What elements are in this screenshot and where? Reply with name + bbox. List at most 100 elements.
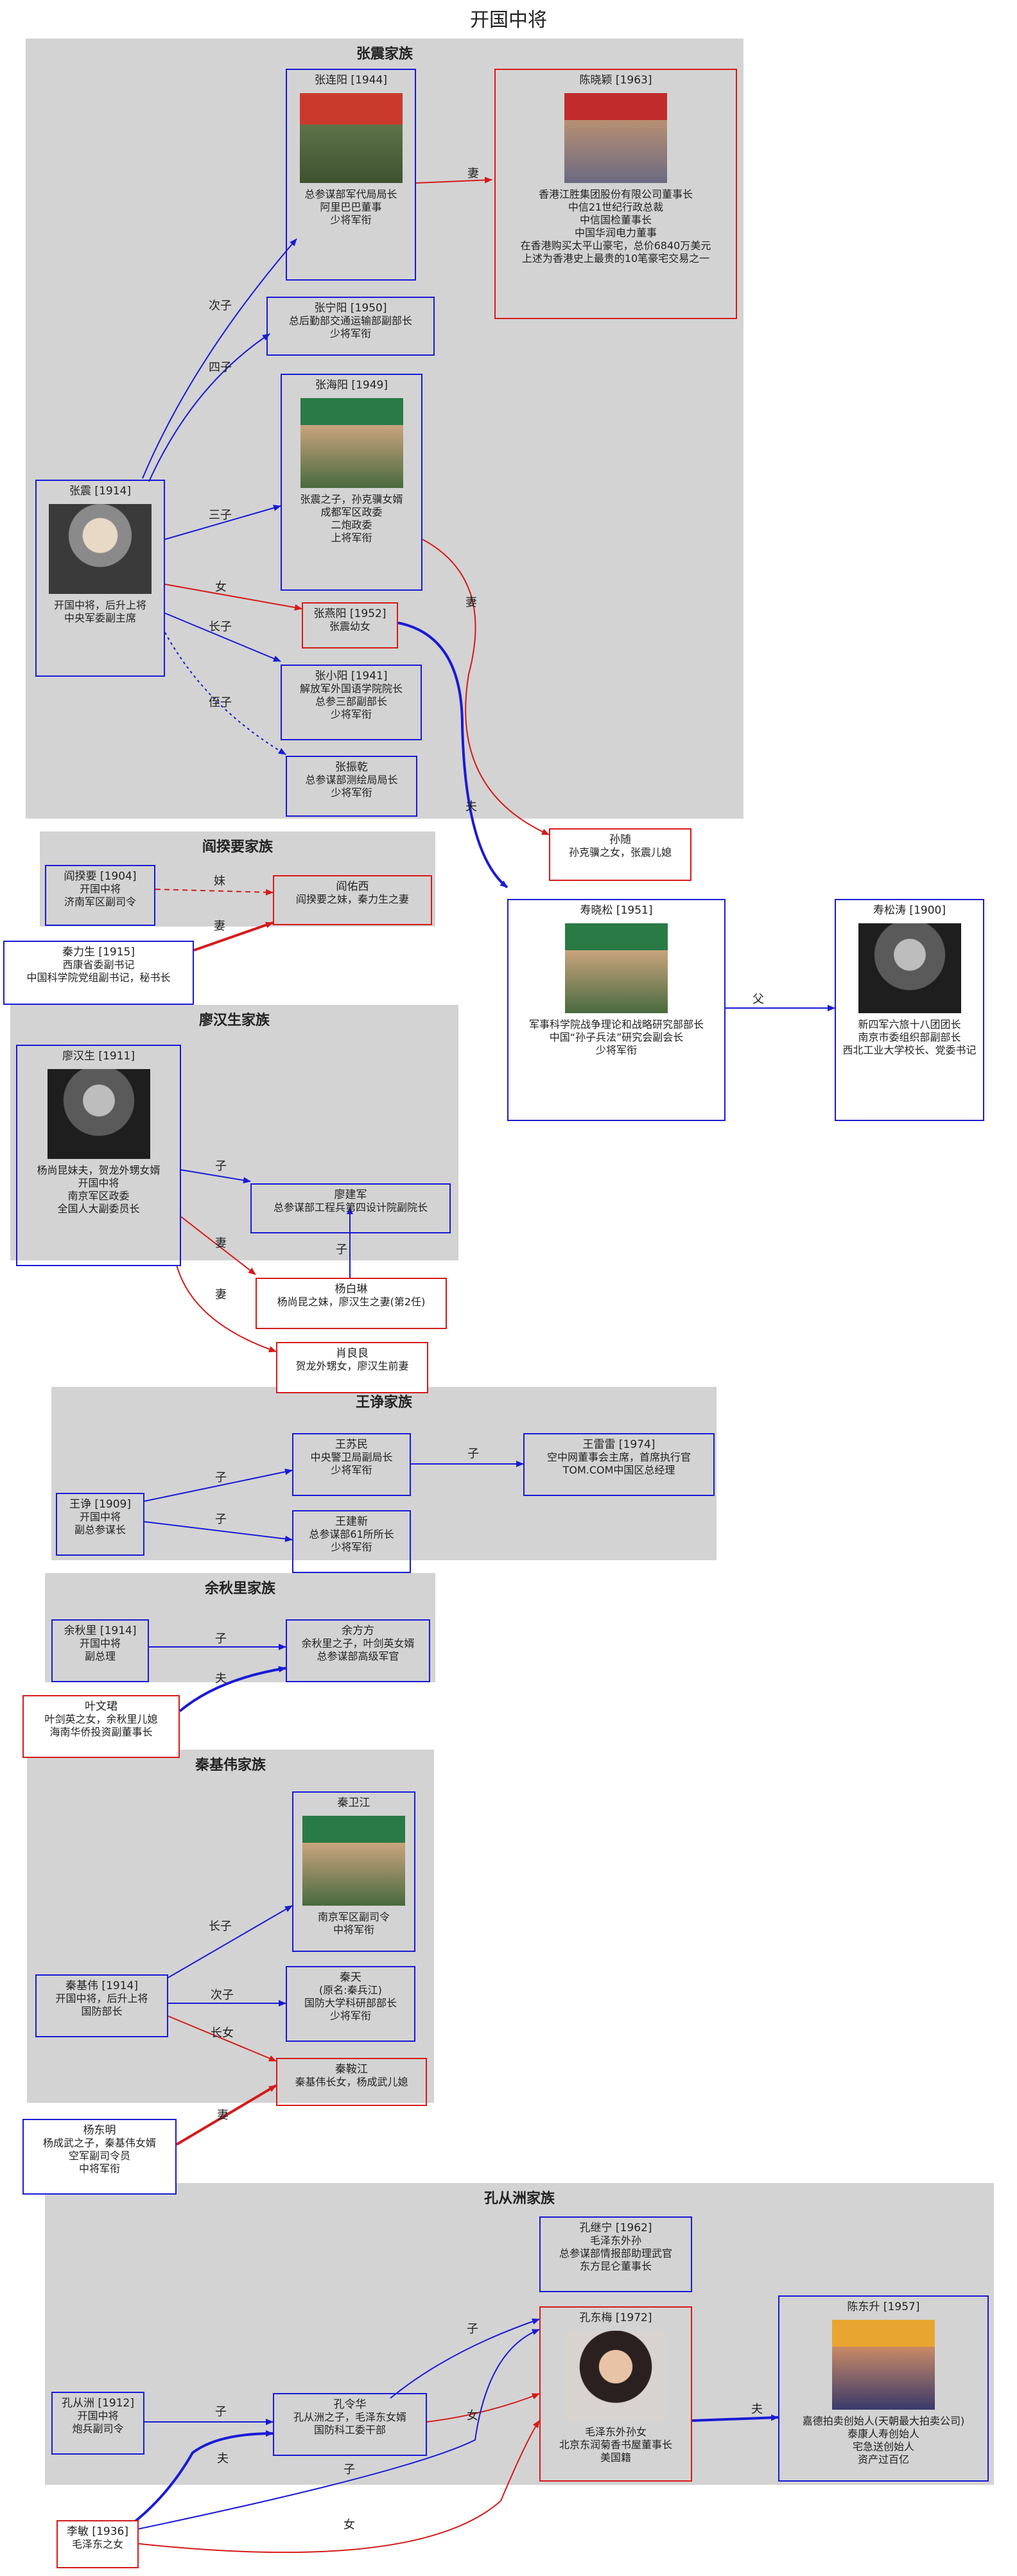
person-desc: 杨尚昆之妹，廖汉生之妻(第2任): [277, 1296, 426, 1308]
person-wang-jianxin[interactable]: 王建新 总参谋部61所所长 少将军衔: [292, 1510, 411, 1573]
person-desc: (原名:秦兵江) 国防大学科研部部长 少将军衔: [304, 1984, 397, 2022]
person-liao-hansheng[interactable]: 廖汉生 [1911] 杨尚昆妹夫，贺龙外甥女婿 开国中将 南京军区政委 全国人大…: [16, 1045, 181, 1266]
person-name: 王雷雷 [1974]: [582, 1438, 656, 1451]
person-name: 阎揆要 [1904]: [64, 870, 137, 883]
person-zhang-ningyang[interactable]: 张宁阳 [1950] 总后勤部交通运输部副部长 少将军衔: [266, 297, 435, 356]
person-name: 陈晓颖 [1963]: [579, 74, 652, 87]
person-li-min[interactable]: 李敏 [1936] 毛泽东之女: [56, 2520, 139, 2568]
person-desc: 开国中将，后升上将 中央军委副主席: [53, 599, 146, 624]
person-qin-yanjiang[interactable]: 秦鞍江 秦基伟长女，杨成武儿媳: [276, 2058, 427, 2106]
person-desc: 总参谋部军代局局长 阿里巴巴董事 少将军衔: [304, 188, 397, 226]
cluster-wang: 王诤家族: [51, 1387, 717, 1560]
edge-label: 四子: [209, 361, 232, 374]
edge-label: 妻: [465, 596, 477, 609]
person-desc: 中央警卫局副局长 少将军衔: [310, 1451, 393, 1476]
person-qin-weijiang[interactable]: 秦卫江 南京军区副司令 中将军衔: [292, 1791, 415, 1952]
person-chen-xiaoyan[interactable]: 陈晓颖 [1963] 香港江胜集团股份有限公司董事长 中信21世纪行政总裁 中信…: [494, 69, 737, 319]
person-zhang-xiaoyang[interactable]: 张小阳 [1941] 解放军外国语学院院长 总参三部副部长 少将军衔: [281, 665, 422, 740]
cluster-yu: 余秋里家族: [45, 1573, 435, 1682]
person-qin-jiwei[interactable]: 秦基伟 [1914] 开国中将，后升上将 国防部长: [35, 1974, 168, 2037]
person-zhang-zhen[interactable]: 张震 [1914] 开国中将，后升上将 中央军委副主席: [35, 480, 165, 677]
person-name: 王建新: [335, 1515, 368, 1528]
edge-haiyang-sunsui: [422, 539, 550, 835]
person-wang-sumin[interactable]: 王苏民 中央警卫局副局长 少将军衔: [292, 1433, 411, 1496]
edge-linghua-dongmei: [426, 2393, 540, 2423]
person-kong-jining[interactable]: 孔继宁 [1962] 毛泽东外孙 总参谋部情报部助理武官 东方昆仑董事长: [539, 2216, 692, 2292]
person-desc: 叶剑英之女，余秋里儿媳 海南华侨投资副董事长: [44, 1713, 158, 1738]
person-qin-tian[interactable]: 秦天 (原名:秦兵江) 国防大学科研部部长 少将军衔: [286, 1966, 415, 2042]
page-title: 开国中将: [470, 9, 547, 31]
person-name: 杨东明: [83, 2124, 116, 2137]
person-desc: 解放军外国语学院院长 总参三部副部长 少将军衔: [299, 683, 403, 720]
edge-zhang-yanyang: [164, 584, 302, 611]
person-yan-kuiyao[interactable]: 阎揆要 [1904] 开国中将 济南军区副司令: [45, 865, 155, 926]
person-name: 孙随: [609, 833, 631, 846]
edge-label: 妻: [467, 167, 479, 180]
person-sun-sui[interactable]: 孙随 孙克骥之女，张震儿媳: [549, 828, 691, 881]
person-name: 张宁阳 [1950]: [314, 302, 387, 315]
person-zhang-yanyang[interactable]: 张燕阳 [1952] 张震幼女: [302, 602, 398, 648]
person-desc: 开国中将 副总参谋长: [74, 1511, 126, 1536]
person-desc: 毛泽东外孙女 北京东润菊香书屋董事长 美国籍: [559, 2426, 672, 2464]
person-yang-dongming[interactable]: 杨东明 杨成武之子，秦基伟女婿 空军副司令员 中将军衔: [22, 2119, 177, 2195]
person-desc: 毛泽东之女: [71, 2538, 123, 2550]
person-qin-lisheng[interactable]: 秦力生 [1915] 西康省委副书记 中国科学院党组副书记，秘书长: [3, 941, 194, 1005]
edge-label: 夫: [217, 2452, 229, 2466]
person-name: 余方方: [342, 1624, 374, 1637]
person-desc: 总参谋部工程兵第四设计院副院长: [273, 1201, 428, 1214]
person-kong-dongmei[interactable]: 孔东梅 [1972] 毛泽东外孙女 北京东润菊香书屋董事长 美国籍: [539, 2306, 692, 2482]
person-zhang-lianyang[interactable]: 张连阳 [1944] 总参谋部军代局局长 阿里巴巴董事 少将军衔: [286, 69, 416, 281]
cluster-title: 秦基伟家族: [195, 1757, 266, 1773]
person-ye-wenjin[interactable]: 叶文珺 叶剑英之女，余秋里儿媳 海南华侨投资副董事长: [22, 1695, 180, 1758]
person-desc: 毛泽东外孙 总参谋部情报部助理武官 东方昆仑董事长: [559, 2234, 672, 2272]
person-desc: 杨成武之子，秦基伟女婿 空军副司令员 中将军衔: [42, 2137, 156, 2175]
edge-label: 女: [215, 580, 227, 594]
person-name: 阎佑西: [336, 880, 369, 893]
person-name: 廖建军: [334, 1188, 367, 1201]
person-desc: 总参谋部61所所长 少将军衔: [309, 1528, 394, 1553]
portrait-photo: [858, 923, 961, 1013]
person-desc: 军事科学院战争理论和战略研究部部长 中国“孙子兵法”研究会副会长 少将军衔: [528, 1018, 704, 1056]
portrait-photo: [565, 923, 668, 1013]
person-name: 杨白琳: [335, 1283, 368, 1296]
edge-qin-weijiang: [168, 1905, 293, 1978]
person-name: 肖良良: [336, 1347, 369, 1360]
person-yan-youxi[interactable]: 阎佑西 阎揆要之妹，秦力生之妻: [273, 875, 432, 925]
person-name: 秦基伟 [1914]: [65, 1980, 138, 1992]
edge-label: 长女: [211, 2026, 234, 2040]
person-zhang-zhenqian[interactable]: 张振乾 总参谋部测绘局局长 少将军衔: [286, 756, 417, 817]
edge-label: 侄子: [209, 696, 232, 709]
person-chen-dongsheng[interactable]: 陈东升 [1957] 嘉德拍卖创始人(天朝最大拍卖公司) 泰康人寿创始人 宅急送…: [778, 2295, 989, 2482]
person-zhang-haiyang[interactable]: 张海阳 [1949] 张震之子，孙克骥女婿 成都军区政委 二炮政委 上将军衔: [281, 374, 422, 591]
person-name: 秦卫江: [337, 1797, 370, 1809]
edge-zhang-ningyang: [148, 333, 270, 482]
person-xiao-liangliang[interactable]: 肖良良 贺龙外甥女，廖汉生前妻: [276, 1342, 428, 1393]
edge-label: 妻: [215, 1237, 227, 1250]
person-kong-linghua[interactable]: 孔令华 孔从洲之子，毛泽东女婿 国防科工委干部: [273, 2393, 427, 2456]
person-name: 张震 [1914]: [69, 485, 131, 498]
edge-zhang-zhenqian: [164, 632, 286, 755]
person-liao-jianjun[interactable]: 廖建军 总参谋部工程兵第四设计院副院长: [250, 1183, 451, 1233]
cluster-title: 孔从洲家族: [483, 2191, 555, 2207]
edge-label: 子: [215, 2405, 227, 2419]
edge-label: 子: [336, 1243, 347, 1257]
person-desc: 总后勤部交通运输部副部长 少将军衔: [288, 315, 412, 340]
edge-yanyang-shou: [397, 622, 509, 889]
person-wang-zheng[interactable]: 王诤 [1909] 开国中将 副总参谋长: [56, 1493, 144, 1556]
person-kong-congzhou[interactable]: 孔从洲 [1912] 开国中将 炮兵副司令: [51, 2392, 144, 2455]
edge-zhang-lianyang: [142, 238, 297, 479]
person-desc: 新四军六旅十八团团长 南京市委组织部副部长 西北工业大学校长、党委书记: [842, 1018, 977, 1056]
person-yu-qiuli[interactable]: 余秋里 [1914] 开国中将 副总理: [51, 1619, 149, 1682]
person-name: 王苏民: [335, 1438, 368, 1451]
person-wang-leilei[interactable]: 王雷雷 [1974] 空中网董事会主席，首席执行官 TOM.COM中国区总经理: [523, 1433, 715, 1496]
person-shou-xiaosong[interactable]: 寿晓松 [1951] 军事科学院战争理论和战略研究部部长 中国“孙子兵法”研究会…: [507, 899, 726, 1121]
person-yu-fangfang[interactable]: 余方方 余秋里之子，叶剑英女婿 总参谋部高级军官: [286, 1619, 430, 1682]
cluster-yan: 阎揆要家族: [40, 831, 435, 927]
portrait-photo: [564, 93, 667, 183]
edge-zhang-xiaoyang: [164, 613, 281, 662]
edge-label: 妻: [217, 2109, 229, 2122]
person-yang-bailin[interactable]: 杨白琳 杨尚昆之妹，廖汉生之妻(第2任): [256, 1278, 447, 1329]
person-name: 孔从洲 [1912]: [62, 2397, 134, 2410]
person-shou-songtao[interactable]: 寿松涛 [1900] 新四军六旅十八团团长 南京市委组织部副部长 西北工业大学校…: [835, 899, 984, 1121]
